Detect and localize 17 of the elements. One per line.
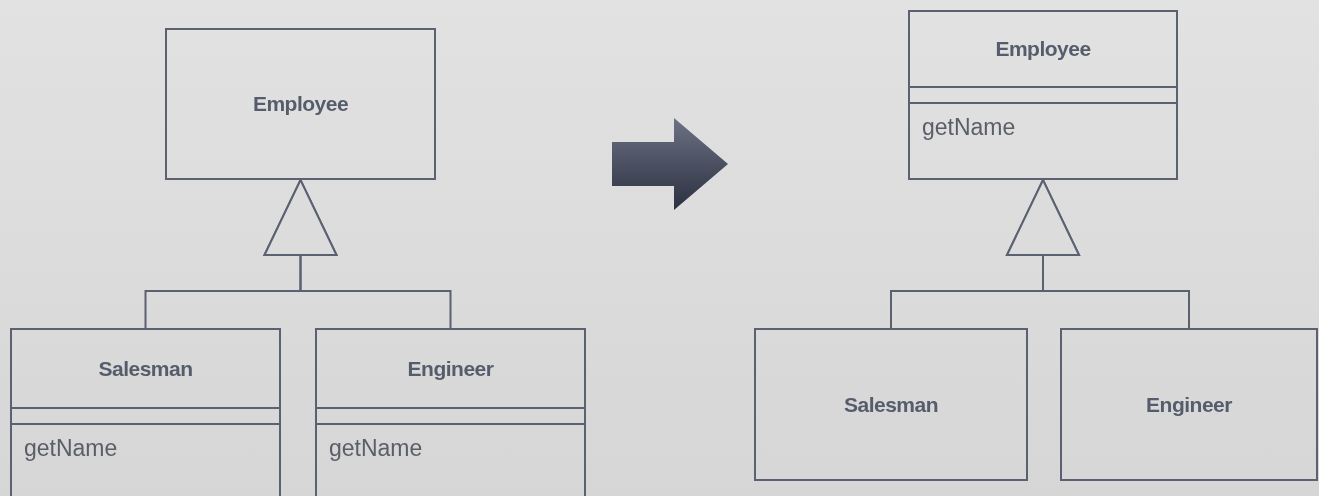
class-box: [165, 28, 436, 180]
class-box: [315, 328, 586, 496]
method-name: getName: [922, 114, 1016, 140]
method-name: getName: [329, 435, 423, 461]
method-name: getName: [24, 435, 118, 461]
class-name: Engineer: [1146, 392, 1232, 417]
class-box: [10, 328, 281, 496]
class-name: Employee: [995, 37, 1091, 61]
class-box: [1060, 328, 1318, 481]
class-name: Engineer: [407, 356, 494, 381]
class-name: Salesman: [98, 356, 193, 381]
class-name: Employee: [252, 92, 349, 116]
class-name: Salesman: [843, 392, 939, 417]
inheritance-arrow: [263, 179, 452, 329]
class-box: [754, 328, 1028, 481]
class-box: [908, 10, 1178, 180]
inheritance-arrow: [1006, 179, 1190, 329]
